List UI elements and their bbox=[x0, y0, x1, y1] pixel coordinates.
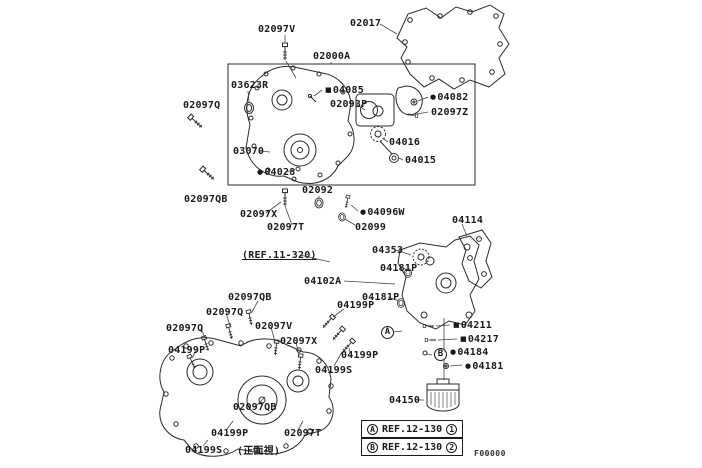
part-label-02097T-2[interactable]: 02097T bbox=[284, 428, 322, 439]
part-label-04085[interactable]: ■04085 bbox=[325, 85, 364, 96]
callout-b: B bbox=[434, 348, 447, 361]
part-label-02092[interactable]: 02092 bbox=[302, 185, 334, 196]
part-label-02093P[interactable]: 02093P bbox=[330, 99, 368, 110]
ref-a-number: 1 bbox=[446, 423, 458, 435]
ref-link-12-130-2[interactable]: B REF.12-130 2 bbox=[361, 438, 464, 456]
part-label-04199P[interactable]: 04199P bbox=[168, 345, 206, 356]
dot-marker-icon: ● bbox=[257, 168, 264, 176]
part-label-04016[interactable]: 04016 bbox=[389, 137, 421, 148]
part-label-02097X[interactable]: 02097X bbox=[240, 209, 278, 220]
part-label-04353[interactable]: 04353 bbox=[372, 245, 404, 256]
ref-a-marker: A bbox=[367, 423, 378, 435]
part-label-02097V[interactable]: 02097V bbox=[258, 24, 296, 35]
part-label-04199P-3[interactable]: 04199P bbox=[341, 350, 379, 361]
ref-link-12-130-1[interactable]: A REF.12-130 1 bbox=[361, 420, 464, 438]
square-marker-icon: ■ bbox=[325, 86, 332, 94]
callout-a: A bbox=[381, 326, 394, 339]
dot-marker-icon: ● bbox=[450, 348, 457, 356]
part-label-04114[interactable]: 04114 bbox=[452, 215, 484, 226]
part-label-04199P-2[interactable]: 04199P bbox=[337, 300, 375, 311]
part-label-02000A[interactable]: 02000A bbox=[313, 51, 351, 62]
leader-lines bbox=[191, 23, 468, 447]
square-marker-icon: ■ bbox=[460, 335, 467, 343]
part-label-04217[interactable]: ■04217 bbox=[460, 334, 499, 345]
part-label-02097Q-3[interactable]: 02097Q bbox=[166, 323, 204, 334]
bracket-04114-shape bbox=[458, 229, 493, 289]
oring-02092 bbox=[314, 197, 324, 209]
assembly-box-outline bbox=[227, 63, 476, 186]
part-label-02097Q-2[interactable]: 02097Q bbox=[206, 307, 244, 318]
ref-b-number: 2 bbox=[446, 441, 458, 453]
dot-marker-icon: ● bbox=[430, 93, 437, 101]
front-view-note: (正面視) bbox=[237, 446, 281, 457]
ref-b-marker: B bbox=[367, 441, 378, 453]
square-marker-icon: ■ bbox=[453, 321, 460, 329]
dot-marker-icon: ● bbox=[465, 362, 472, 370]
part-label-02097X-2[interactable]: 02097X bbox=[280, 336, 318, 347]
oil-pump-housing-shape bbox=[355, 93, 395, 127]
part-label-02097QB-2[interactable]: 02097QB bbox=[228, 292, 272, 303]
part-label-04199S[interactable]: 04199S bbox=[315, 365, 353, 376]
ref-a-text: REF.12-130 bbox=[382, 423, 443, 435]
oil-filter-shape bbox=[426, 383, 460, 412]
part-label-02097V-2[interactable]: 02097V bbox=[255, 321, 293, 332]
figure-code: F00000 bbox=[474, 449, 506, 458]
part-label-02097Q[interactable]: 02097Q bbox=[183, 100, 221, 111]
oring-02099 bbox=[338, 212, 346, 222]
part-label-02097T[interactable]: 02097T bbox=[267, 222, 305, 233]
gear-04353-shape bbox=[412, 248, 430, 266]
part-label-04015[interactable]: 04015 bbox=[405, 155, 437, 166]
part-label-02097QB[interactable]: 02097QB bbox=[184, 194, 228, 205]
pump-gear-shape bbox=[370, 126, 386, 142]
part-label-04199P-4[interactable]: 04199P bbox=[211, 428, 249, 439]
part-label-04082[interactable]: ●04082 bbox=[430, 92, 469, 103]
front-case-shape bbox=[159, 337, 334, 457]
part-label-03070[interactable]: 03070 bbox=[233, 146, 265, 157]
part-label-02017[interactable]: 02017 bbox=[350, 18, 382, 29]
diagram-shapes bbox=[159, 4, 510, 457]
ref-11-320-link[interactable]: (REF.11-320) bbox=[242, 250, 317, 261]
part-label-04181P[interactable]: 04181P bbox=[380, 263, 418, 274]
part-label-04211[interactable]: ■04211 bbox=[453, 320, 492, 331]
dot-marker-icon: ● bbox=[360, 208, 367, 216]
part-label-04181P-2[interactable]: 04181P bbox=[362, 292, 400, 303]
part-label-03623R[interactable]: 03623R bbox=[231, 80, 269, 91]
part-label-04150[interactable]: 04150 bbox=[389, 395, 421, 406]
oring-03623r bbox=[244, 102, 254, 114]
part-label-02097QB-3[interactable]: 02097QB bbox=[233, 402, 277, 413]
part-label-02097Z[interactable]: 02097Z bbox=[431, 107, 469, 118]
part-label-02099[interactable]: 02099 bbox=[355, 222, 387, 233]
part-label-04096W[interactable]: ●04096W bbox=[360, 207, 405, 218]
gasket-shape bbox=[396, 4, 510, 90]
part-label-04102A[interactable]: 04102A bbox=[304, 276, 342, 287]
part-label-04181[interactable]: ●04181 bbox=[465, 361, 504, 372]
filter-bracket-shape bbox=[397, 235, 480, 330]
part-label-04199S-2[interactable]: 04199S bbox=[185, 445, 223, 456]
ref-b-text: REF.12-130 bbox=[382, 441, 443, 453]
part-label-04028[interactable]: ●04028 bbox=[257, 167, 296, 178]
part-label-04184[interactable]: ●04184 bbox=[450, 347, 489, 358]
